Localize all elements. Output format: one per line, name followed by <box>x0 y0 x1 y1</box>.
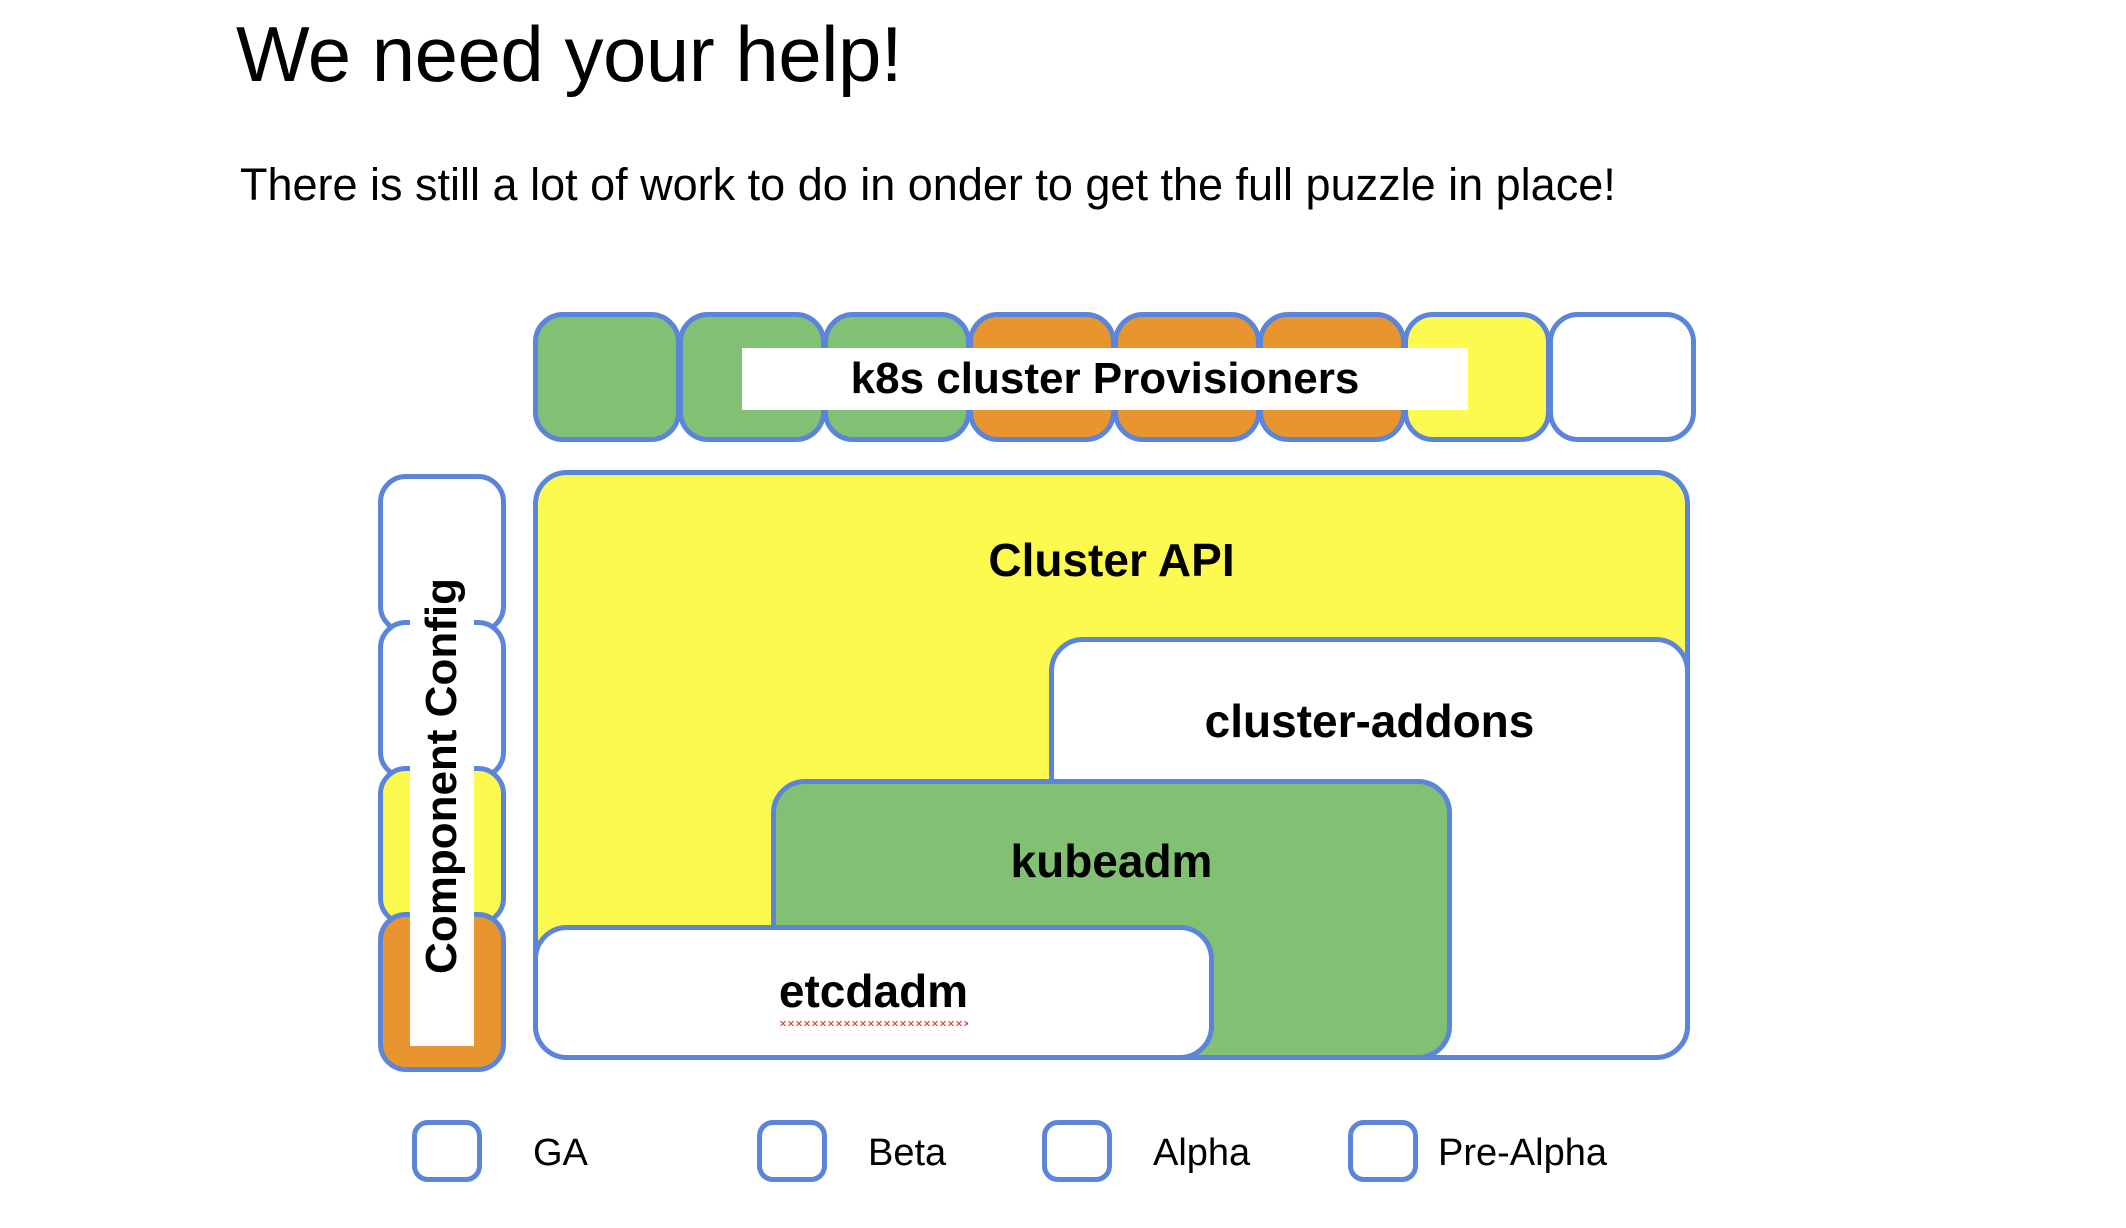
component-config-label: Component Config <box>410 506 474 1046</box>
provisioner-pill-8[interactable] <box>1548 312 1696 442</box>
box-kubeadm-label: kubeadm <box>1010 835 1213 887</box>
legend-swatch-pre-alpha <box>1348 1120 1418 1182</box>
box-etcdadm-label-text: etcdadm <box>778 964 969 1026</box>
box-etcdadm-label: etcdadm <box>538 964 1209 1026</box>
legend-label-beta: Beta <box>868 1132 947 1174</box>
box-cluster-addons-label: cluster-addons <box>1204 695 1535 747</box>
page-subtitle: There is still a lot of work to do in on… <box>240 159 1616 210</box>
legend-label-ga: GA <box>533 1132 588 1174</box>
legend-swatch-beta <box>757 1120 827 1182</box>
provisioner-pill-1[interactable] <box>533 312 681 442</box>
component-config-label-text: Component Config <box>417 578 467 974</box>
legend-swatch-alpha <box>1042 1120 1112 1182</box>
legend-label-alpha: Alpha <box>1153 1132 1251 1174</box>
provisioner-row-label: k8s cluster Provisioners <box>742 348 1468 410</box>
legend-label-pre-alpha: Pre-Alpha <box>1438 1132 1607 1174</box>
page-title: We need your help! <box>236 10 903 98</box>
box-etcdadm[interactable]: etcdadm <box>533 925 1214 1060</box>
legend-swatch-ga <box>412 1120 482 1182</box>
box-cluster-api-label: Cluster API <box>988 534 1235 586</box>
